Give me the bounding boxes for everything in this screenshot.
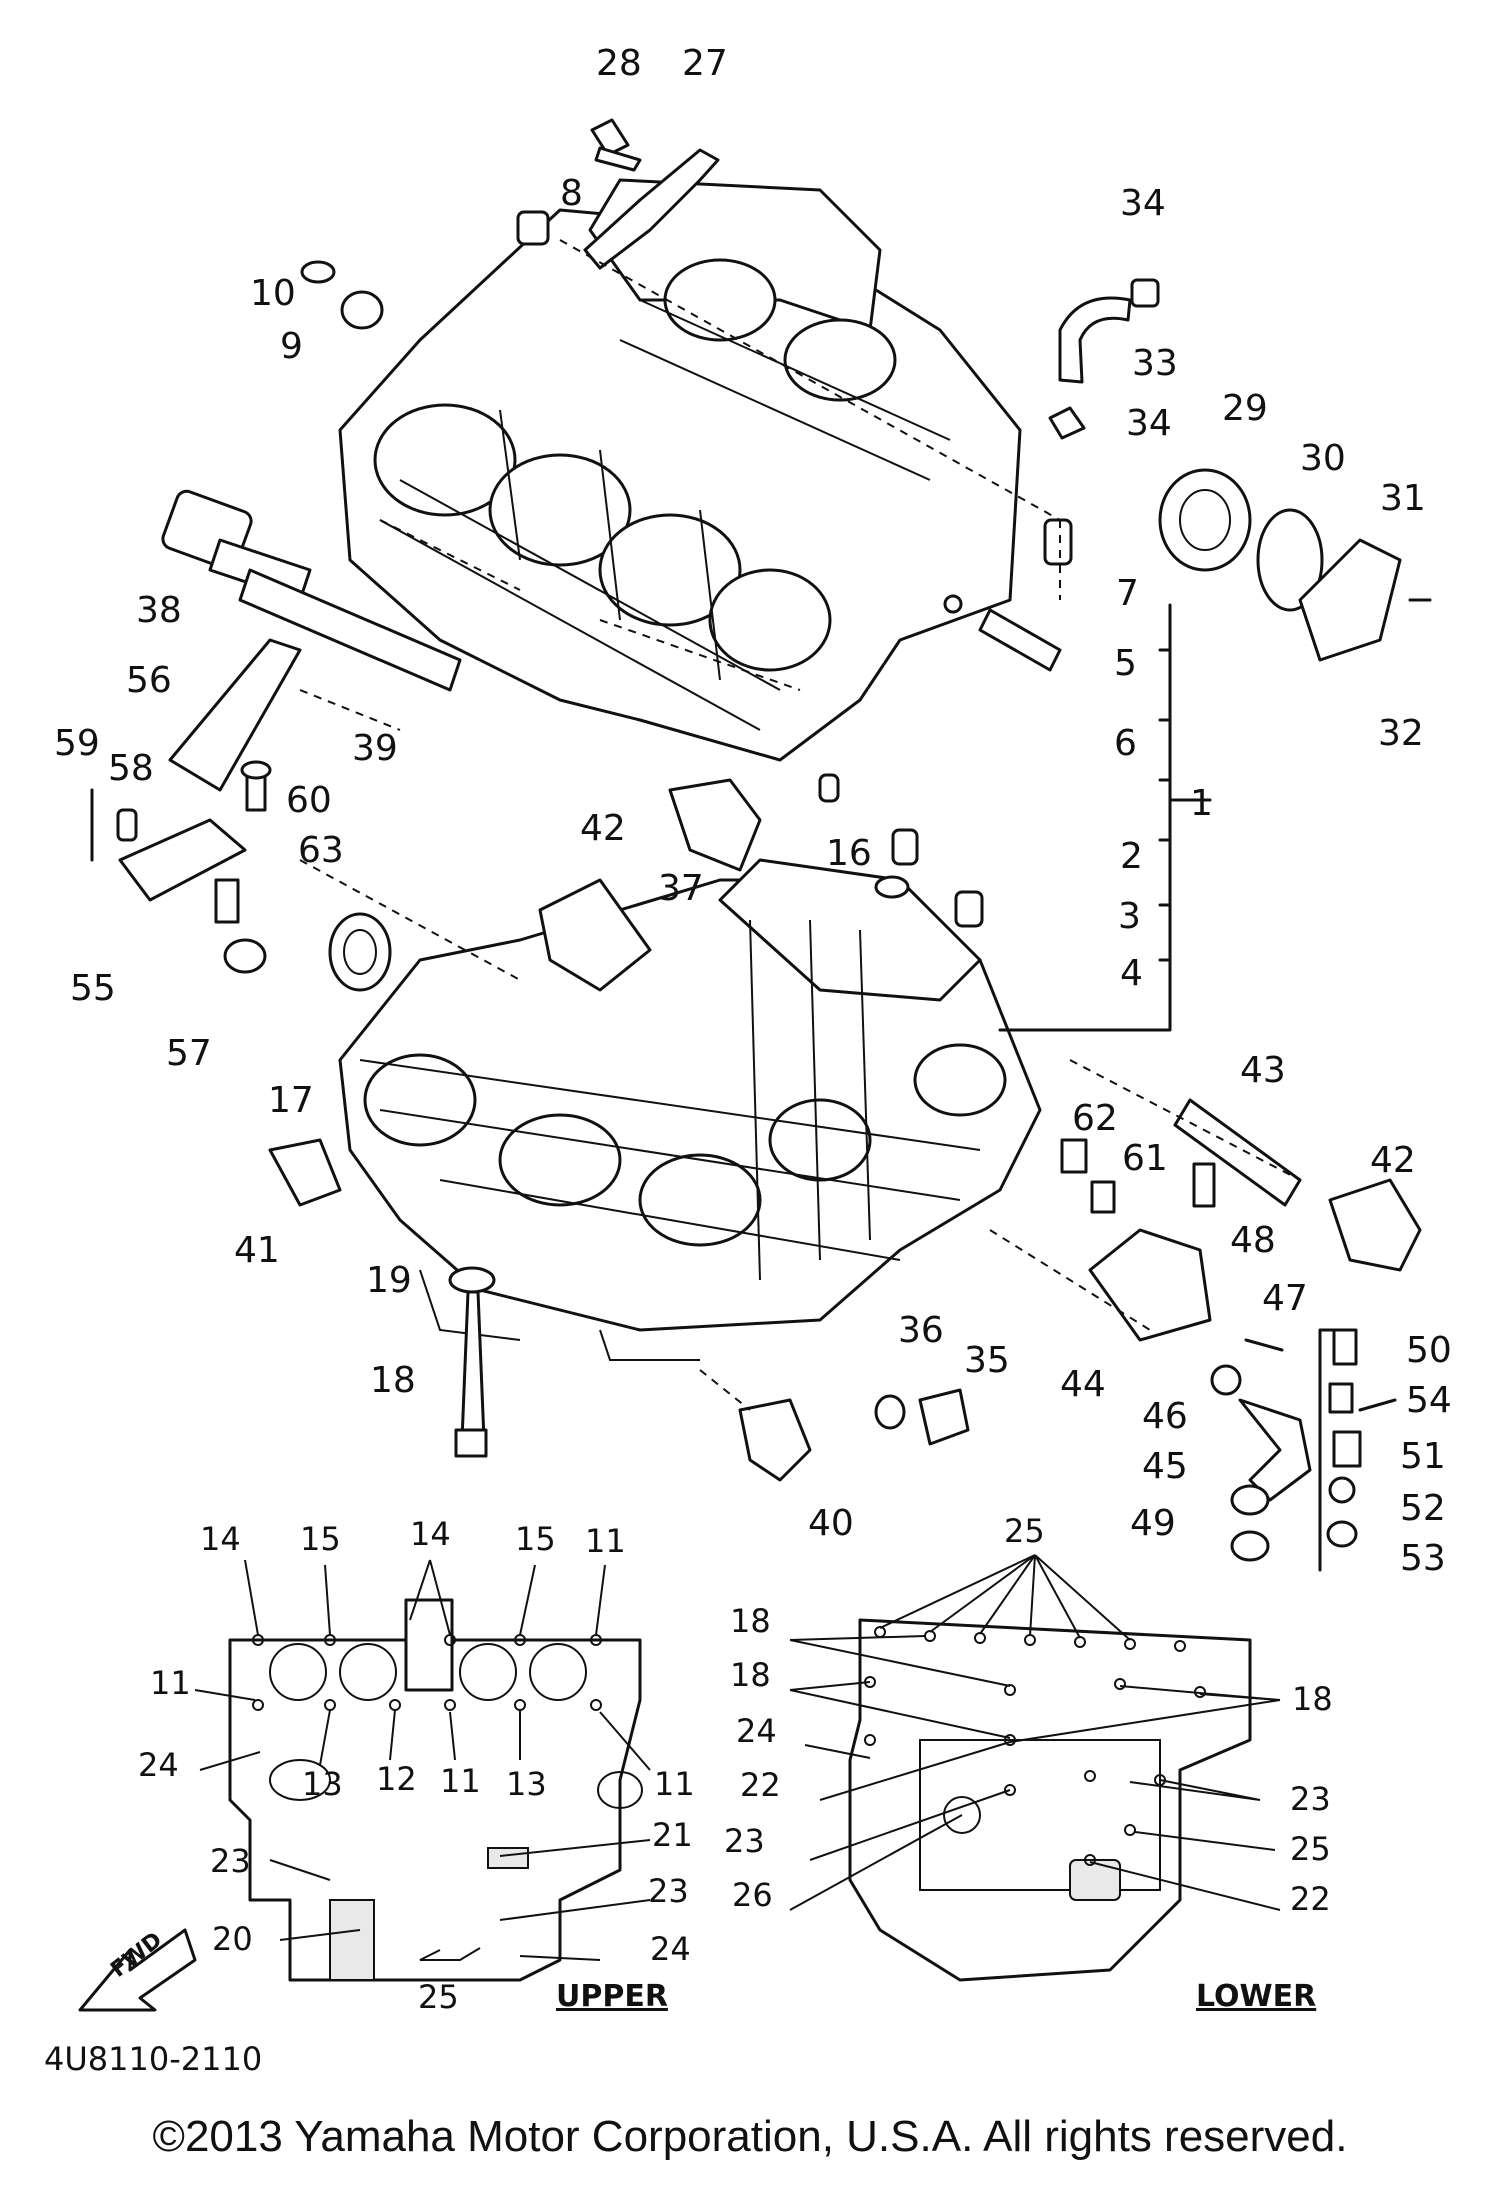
- callout-33: 33: [1132, 343, 1178, 384]
- callout-62: 62: [1072, 1098, 1118, 1139]
- upper-bolt-pattern-view: [194, 1559, 651, 1982]
- lower-callout-22b: 22: [1290, 1880, 1331, 1918]
- callout-36: 36: [898, 1310, 944, 1351]
- callout-5: 5: [1114, 643, 1137, 684]
- callout-8: 8: [560, 173, 583, 214]
- upper-callout-15a: 15: [300, 1520, 341, 1558]
- callout-46: 46: [1142, 1396, 1188, 1437]
- callout-57: 57: [166, 1033, 212, 1074]
- lower-callout-25a: 25: [1004, 1512, 1045, 1550]
- callout-63: 63: [298, 830, 344, 871]
- upper-callout-15b: 15: [515, 1520, 556, 1558]
- lower-view-label: LOWER: [1196, 1979, 1316, 2014]
- callout-30: 30: [1300, 438, 1346, 479]
- callout-4: 4: [1120, 953, 1143, 994]
- callout-32: 32: [1378, 713, 1424, 754]
- callout-61: 61: [1122, 1138, 1168, 1179]
- callout-1: 1: [1190, 783, 1213, 824]
- callout-7: 7: [1116, 573, 1139, 614]
- callout-27: 27: [682, 43, 728, 84]
- lower-callout-23b: 23: [1290, 1780, 1331, 1818]
- callout-3: 3: [1118, 896, 1141, 937]
- callout-53: 53: [1400, 1538, 1446, 1579]
- callout-54: 54: [1406, 1380, 1452, 1421]
- callout-10: 10: [250, 273, 296, 314]
- callout-49: 49: [1130, 1503, 1176, 1544]
- copyright-notice: ©2013 Yamaha Motor Corporation, U.S.A. A…: [152, 2112, 1348, 2161]
- lower-callout-24: 24: [736, 1712, 777, 1750]
- upper-callout-14b: 14: [410, 1515, 451, 1553]
- callout-34b: 34: [1126, 403, 1172, 444]
- callout-39: 39: [352, 728, 398, 769]
- diagram-code: 4U8110-2110: [44, 2040, 262, 2078]
- callout-38: 38: [136, 590, 182, 631]
- callout-48: 48: [1230, 1220, 1276, 1261]
- upper-callout-25: 25: [418, 1978, 459, 2016]
- upper-crankcase: [338, 178, 1022, 762]
- callout-2: 2: [1120, 836, 1143, 877]
- lower-callout-26: 26: [732, 1876, 773, 1914]
- upper-view-label: UPPER: [556, 1979, 668, 2014]
- upper-callout-12: 12: [376, 1760, 417, 1798]
- lower-callout-25b: 25: [1290, 1830, 1331, 1868]
- upper-callout-11d: 11: [654, 1765, 695, 1803]
- callout-55: 55: [70, 968, 116, 1009]
- upper-callout-24b: 24: [650, 1930, 691, 1968]
- callout-28: 28: [596, 43, 642, 84]
- callout-16: 16: [826, 833, 872, 874]
- upper-callout-23a: 23: [210, 1842, 251, 1880]
- callout-45: 45: [1142, 1446, 1188, 1487]
- upper-callout-21: 21: [652, 1816, 693, 1854]
- callout-58: 58: [108, 748, 154, 789]
- lower-callout-18c: 18: [1292, 1680, 1333, 1718]
- lower-callout-18b: 18: [730, 1656, 771, 1694]
- upper-callout-20: 20: [212, 1920, 253, 1958]
- callout-35: 35: [964, 1340, 1010, 1381]
- callout-51: 51: [1400, 1436, 1446, 1477]
- callout-50: 50: [1406, 1330, 1452, 1371]
- callout-31: 31: [1380, 478, 1426, 519]
- callout-41: 41: [234, 1230, 280, 1271]
- upper-callout-13a: 13: [302, 1765, 343, 1803]
- lower-crankcase: [338, 858, 1042, 1361]
- callout-17: 17: [268, 1080, 314, 1121]
- callout-52: 52: [1400, 1488, 1446, 1529]
- lower-view-callouts: 25 18 18 18 24 22 23 26 23 25 22 LOWER: [724, 1512, 1333, 2014]
- callout-37: 37: [658, 868, 704, 909]
- callout-9: 9: [280, 326, 303, 367]
- lower-callout-18a: 18: [730, 1602, 771, 1640]
- upper-callout-11c: 11: [440, 1762, 481, 1800]
- forward-arrow-icon: [78, 1928, 197, 2012]
- callout-47: 47: [1262, 1278, 1308, 1319]
- upper-view-callouts: 14 15 14 15 11 11 24 13 12 11 13 11 23 2…: [106, 1515, 694, 2016]
- leader-lines: [299, 239, 1352, 1572]
- callout-19: 19: [366, 1260, 412, 1301]
- upper-callout-14a: 14: [200, 1520, 241, 1558]
- callout-59: 59: [54, 723, 100, 764]
- lower-callout-23a: 23: [724, 1822, 765, 1860]
- upper-callout-13b: 13: [506, 1765, 547, 1803]
- callout-18: 18: [370, 1360, 416, 1401]
- callout-6: 6: [1114, 723, 1137, 764]
- callout-29: 29: [1222, 388, 1268, 429]
- callout-56: 56: [126, 660, 172, 701]
- lower-callout-22a: 22: [740, 1766, 781, 1804]
- callout-34a: 34: [1120, 183, 1166, 224]
- callout-44: 44: [1060, 1364, 1106, 1405]
- upper-callout-23b: 23: [648, 1872, 689, 1910]
- callout-numbers: 28 27 8 10 9 34 33 34 29 30 31 32 7 5 6 …: [54, 43, 1452, 1579]
- callout-42b: 42: [1370, 1140, 1416, 1181]
- callout-40: 40: [808, 1503, 854, 1544]
- upper-callout-11a: 11: [585, 1522, 626, 1560]
- small-parts: [90, 118, 1432, 1562]
- upper-callout-24a: 24: [138, 1746, 179, 1784]
- callout-42a: 42: [580, 808, 626, 849]
- lower-bolt-pattern-view: [789, 1554, 1281, 1982]
- callout-60: 60: [286, 780, 332, 821]
- upper-callout-11b: 11: [150, 1664, 191, 1702]
- callout-43: 43: [1240, 1050, 1286, 1091]
